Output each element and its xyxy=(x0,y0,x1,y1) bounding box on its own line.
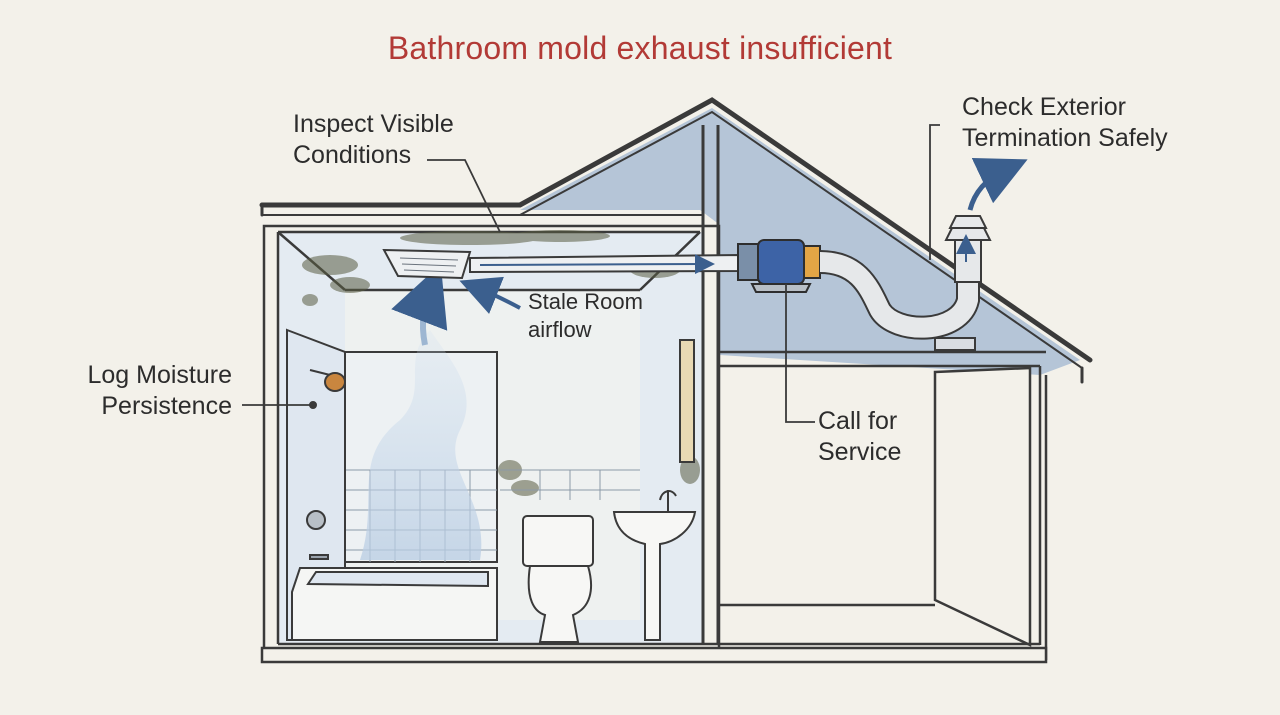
label-inspect-visible-conditions: Inspect Visible Conditions xyxy=(293,109,454,171)
leader-lines xyxy=(242,124,940,423)
walls xyxy=(260,125,1048,664)
toilet xyxy=(522,515,594,643)
steam-arrow xyxy=(391,263,448,346)
label-line: Inspect Visible xyxy=(293,110,454,138)
label-line: Stale Room xyxy=(528,289,643,314)
label-line: Termination Safely xyxy=(962,124,1168,152)
label-log-moisture-persistence: Log Moisture Persistence xyxy=(70,360,232,422)
exhaust-duct xyxy=(469,253,741,275)
steam-plume xyxy=(360,330,482,560)
bathtub xyxy=(291,554,498,641)
label-line: Call for xyxy=(818,407,898,435)
label-check-exterior-termination: Check Exterior Termination Safely xyxy=(962,92,1168,154)
label-line: Service xyxy=(818,438,902,466)
exterior-airflow-arrow xyxy=(967,158,1028,211)
label-call-for-service: Call for Service xyxy=(818,406,901,468)
mirror xyxy=(679,339,695,463)
exhaust-grille xyxy=(382,248,472,280)
sink xyxy=(612,490,697,641)
label-line: Check Exterior xyxy=(962,93,1126,121)
inline-fan xyxy=(737,239,821,293)
label-line: Conditions xyxy=(293,141,412,169)
label-stale-room-airflow: Stale Room airflow xyxy=(528,288,643,344)
roof-vent-cap xyxy=(934,215,992,351)
label-line: Persistence xyxy=(101,392,232,420)
stale-airflow-arrow xyxy=(459,276,521,314)
diagram-title: Bathroom mold exhaust insufficient xyxy=(387,30,893,66)
label-line: Log Moisture xyxy=(87,361,232,389)
label-line: airflow xyxy=(528,317,592,342)
